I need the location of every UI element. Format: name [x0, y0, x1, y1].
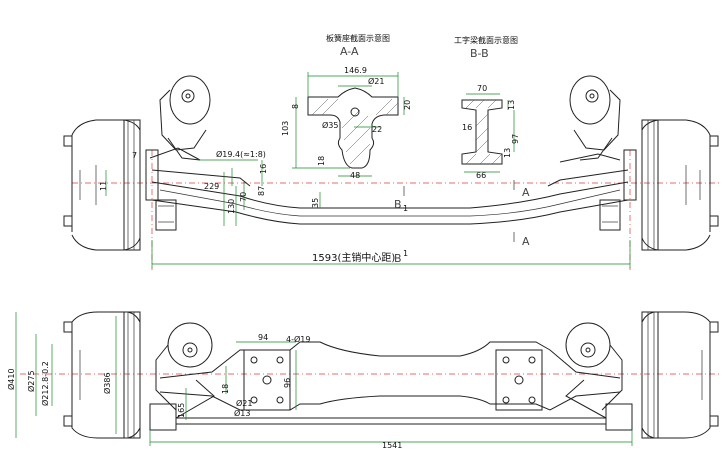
top-view-dims: Ø410 Ø275 Ø212.8-0.2 Ø386 94 4-Ø19 18 96… [6, 312, 633, 450]
dim-aa-h18: 18 [317, 156, 326, 166]
dim-bb-h97: 97 [511, 134, 520, 144]
top-left-brake-chamber [155, 322, 213, 411]
dim-11: 11 [99, 181, 108, 191]
section-aa-hatch [311, 98, 399, 165]
top-right-brake-chamber [565, 322, 623, 411]
section-bb-title: 工字梁截面示意图 [454, 35, 518, 45]
section-aa-title: 板簧座截面示意图 [326, 33, 390, 43]
section-bb: 工字梁截面示意图 B-B 70 13 16 97 13 66 [454, 35, 520, 180]
dim-21: Ø21 [236, 398, 252, 408]
front-section-markers: B 1 A A B 1 [394, 180, 530, 265]
front-left-brake-drum [63, 119, 141, 251]
front-view: 1593(主销中心距) Ø19.4(≈1:8) 229 16 87 70 130… [63, 75, 722, 270]
dim-aa-d21: Ø21 [368, 76, 384, 86]
dim-4x19: 4-Ø19 [286, 334, 310, 344]
dim-7: 7 [132, 151, 137, 160]
front-steering-arm [151, 169, 629, 187]
dim-bb-h16: 16 [462, 123, 472, 132]
section-aa-profile [307, 87, 399, 169]
dim-aa-w48: 48 [350, 171, 360, 180]
front-left-brake-chamber [159, 75, 211, 161]
dim-bb-h13a: 13 [507, 100, 516, 110]
front-axle-beam [151, 181, 629, 225]
dim-aa-w22: 22 [372, 125, 382, 134]
section-aa-dims: 146.9 Ø21 Ø35 103 8 20 18 22 48 [281, 66, 412, 180]
dim-1541: 1541 [382, 441, 402, 450]
dim-bb-w66: 66 [476, 171, 486, 180]
section-aa-hole [350, 107, 360, 117]
top-tie-rod [176, 417, 606, 425]
label-a-upper: A [522, 186, 530, 199]
dim-aa-h20: 20 [403, 100, 412, 110]
dim-aa-width: 146.9 [344, 66, 367, 75]
dim-165: 165 [177, 403, 186, 418]
section-bb-profile [461, 99, 503, 165]
dim-96: 96 [283, 378, 292, 388]
top-left-brake-drum [63, 311, 141, 439]
dim-pin-center: 1593(主销中心距) [312, 251, 395, 264]
top-right-spring-seat [495, 349, 543, 411]
dim-phi19: Ø19.4(≈1:8) [216, 149, 266, 159]
dim-386: Ø386 [102, 372, 112, 394]
top-left-spring-seat [243, 349, 291, 411]
dim-18: 18 [221, 384, 230, 394]
front-view-dims: 1593(主销中心距) Ø19.4(≈1:8) 229 16 87 70 130… [99, 149, 631, 268]
label-a-lower: A [522, 235, 530, 248]
dim-70: 70 [239, 192, 248, 202]
front-right-brake-drum [641, 119, 719, 251]
label-b-right: B [394, 252, 402, 265]
dim-aa-h103: 103 [281, 121, 290, 136]
front-right-knuckle [599, 149, 637, 231]
label-b-right-sup: 1 [403, 249, 408, 258]
top-right-brake-drum [641, 311, 719, 439]
front-right-brake-chamber [569, 75, 621, 161]
dim-35: 35 [311, 198, 320, 208]
dim-16: 16 [259, 164, 268, 174]
dim-87: 87 [257, 186, 266, 196]
top-view: Ø410 Ø275 Ø212.8-0.2 Ø386 94 4-Ø19 18 96… [6, 311, 722, 450]
label-b1-sub: 1 [403, 204, 408, 213]
section-aa: 板簧座截面示意图 A-A 146.9 Ø21 Ø35 103 8 [281, 33, 412, 180]
dim-130: 130 [227, 199, 236, 214]
dim-229: 229 [204, 182, 219, 191]
front-left-knuckle [145, 149, 177, 231]
dim-2128: Ø212.8-0.2 [40, 361, 50, 406]
dim-410: Ø410 [6, 368, 16, 390]
top-axle-beam [159, 341, 621, 411]
section-bb-label: B-B [470, 47, 489, 60]
dim-13: Ø13 [234, 408, 250, 418]
dim-bb-w70: 70 [477, 84, 487, 93]
section-bb-hatch [465, 99, 503, 165]
label-b1: B [394, 198, 402, 211]
dim-aa-d35: Ø35 [322, 120, 338, 130]
dim-bb-h13b: 13 [503, 148, 512, 158]
section-aa-label: A-A [340, 45, 359, 58]
section-bb-dims: 70 13 16 97 13 66 [462, 84, 520, 180]
dim-aa-h8: 8 [291, 104, 300, 109]
dim-94: 94 [258, 333, 268, 342]
dim-275: Ø275 [26, 370, 36, 392]
